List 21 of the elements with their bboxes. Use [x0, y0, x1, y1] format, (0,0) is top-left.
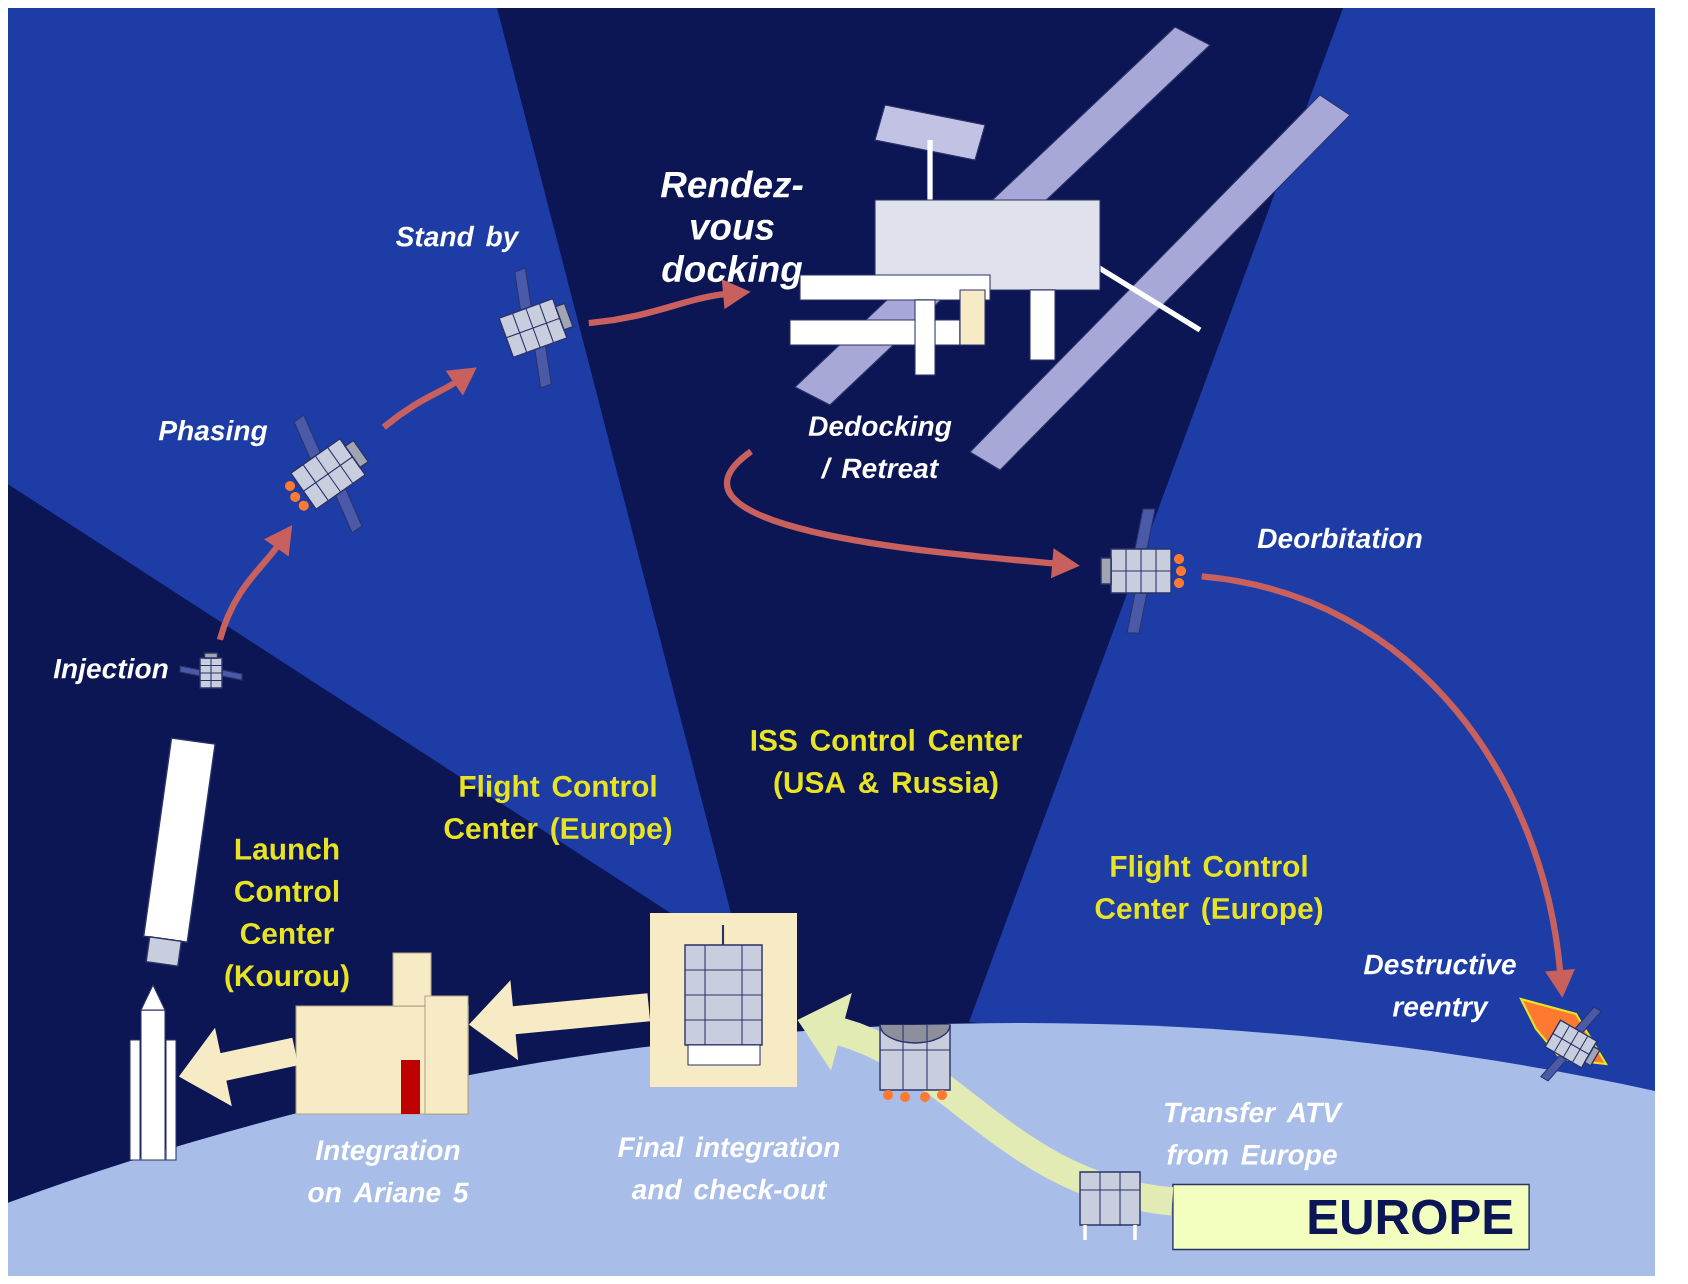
node-label: Phasing — [158, 419, 268, 447]
rocket-drawing — [129, 983, 177, 1161]
atv-drawing — [498, 267, 574, 389]
node-label: Deorbitation — [1257, 527, 1422, 549]
atv-drawing — [285, 414, 370, 534]
control-center-label: Launch Control Center (Kourou) — [225, 837, 349, 993]
integration-hall-drawing — [650, 913, 797, 1087]
node-label: Stand by — [396, 225, 520, 253]
node-label: Final integration and check-out — [618, 1136, 840, 1200]
node-label: Dedocking / Retreat — [808, 415, 952, 479]
control-center-label: ISS Control Center (USA & Russia) — [751, 728, 1022, 799]
control-center-label: Flight Control Center (Europe) — [1095, 854, 1323, 925]
europe-band: EUROPE — [1172, 1183, 1530, 1251]
node-label: Injection — [53, 657, 168, 685]
atv-drawing — [179, 652, 243, 689]
node-label: Integration on Ariane 5 — [308, 1139, 469, 1203]
burning-atv-drawing — [1519, 997, 1609, 1082]
atv-drawing — [1100, 508, 1186, 634]
node-label: Rendez-vous docking — [660, 170, 803, 290]
control-center-label: Flight Control Center (Europe) — [444, 774, 672, 845]
node-label: Destructive reentry — [1363, 953, 1516, 1023]
